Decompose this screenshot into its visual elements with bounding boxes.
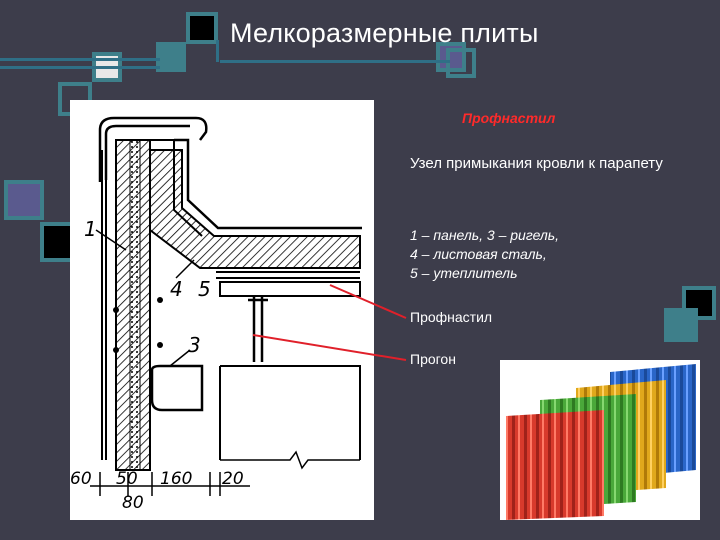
slide-title: Мелкоразмерные плиты <box>230 18 539 48</box>
legend-line: 1 – панель, 3 – ригель, <box>410 227 560 243</box>
decor-line-left-2 <box>0 66 160 69</box>
node-description: Узел примыкания кровли к парапету <box>410 155 663 172</box>
leader-45 <box>175 259 195 279</box>
dim-20: 20 <box>222 469 244 489</box>
wall-insulation <box>129 139 141 471</box>
decor-square-outline-title <box>446 48 476 78</box>
profnastil-deck <box>219 281 361 297</box>
cap-flashing <box>98 116 208 182</box>
profnastil-photo-svg <box>506 364 696 520</box>
break-line <box>220 450 360 470</box>
label-5: 5 <box>198 277 211 301</box>
decor-line-vertical <box>216 40 219 62</box>
decor-square-teal-right <box>664 308 698 342</box>
roof-membrane <box>174 138 362 230</box>
callout-profnastil-label: Профнастил <box>410 309 493 325</box>
decor-line-title <box>220 60 450 63</box>
bracket-leader <box>169 349 191 367</box>
callout-line-profnastil <box>329 284 407 319</box>
dim-50: 50 <box>116 469 138 489</box>
sheet-red <box>506 410 604 520</box>
label-4: 4 <box>170 277 183 301</box>
cladding <box>101 150 107 460</box>
decor-square-black-top <box>186 12 218 44</box>
dim-160: 160 <box>160 469 192 489</box>
decor-square-navy-title <box>436 42 466 72</box>
dim-60: 60 <box>70 469 92 489</box>
legend: 1 – панель, 3 – ригель, 4 – листовая ста… <box>410 226 710 283</box>
decor-square-black-left <box>40 222 74 262</box>
profnastil-photo <box>500 360 700 520</box>
bracket <box>150 364 204 412</box>
purlin <box>248 296 268 362</box>
callout-line-progon <box>252 334 407 361</box>
profnastil-heading: Профнастил <box>462 110 556 126</box>
crossbeam <box>219 365 361 460</box>
decor-line-left <box>0 58 160 61</box>
roof-parapet-drawing: 1 4 5 3 60 50 160 20 80 <box>70 100 374 520</box>
decor-square-teal-top <box>156 42 186 72</box>
dimension-line <box>90 472 250 496</box>
leader-1 <box>95 229 127 251</box>
label-3: 3 <box>188 333 201 357</box>
label-1: 1 <box>84 217 97 241</box>
legend-line: 5 – утеплитель <box>410 265 518 281</box>
steel-sheet <box>216 271 360 279</box>
decor-square-navy-left <box>4 180 44 220</box>
legend-line: 4 – листовая сталь, <box>410 246 547 262</box>
dim-80: 80 <box>122 493 144 513</box>
callout-progon-label: Прогон <box>410 351 456 367</box>
roof-layers <box>149 149 361 269</box>
drawing-svg: 1 4 5 3 60 50 160 20 80 <box>70 116 362 513</box>
